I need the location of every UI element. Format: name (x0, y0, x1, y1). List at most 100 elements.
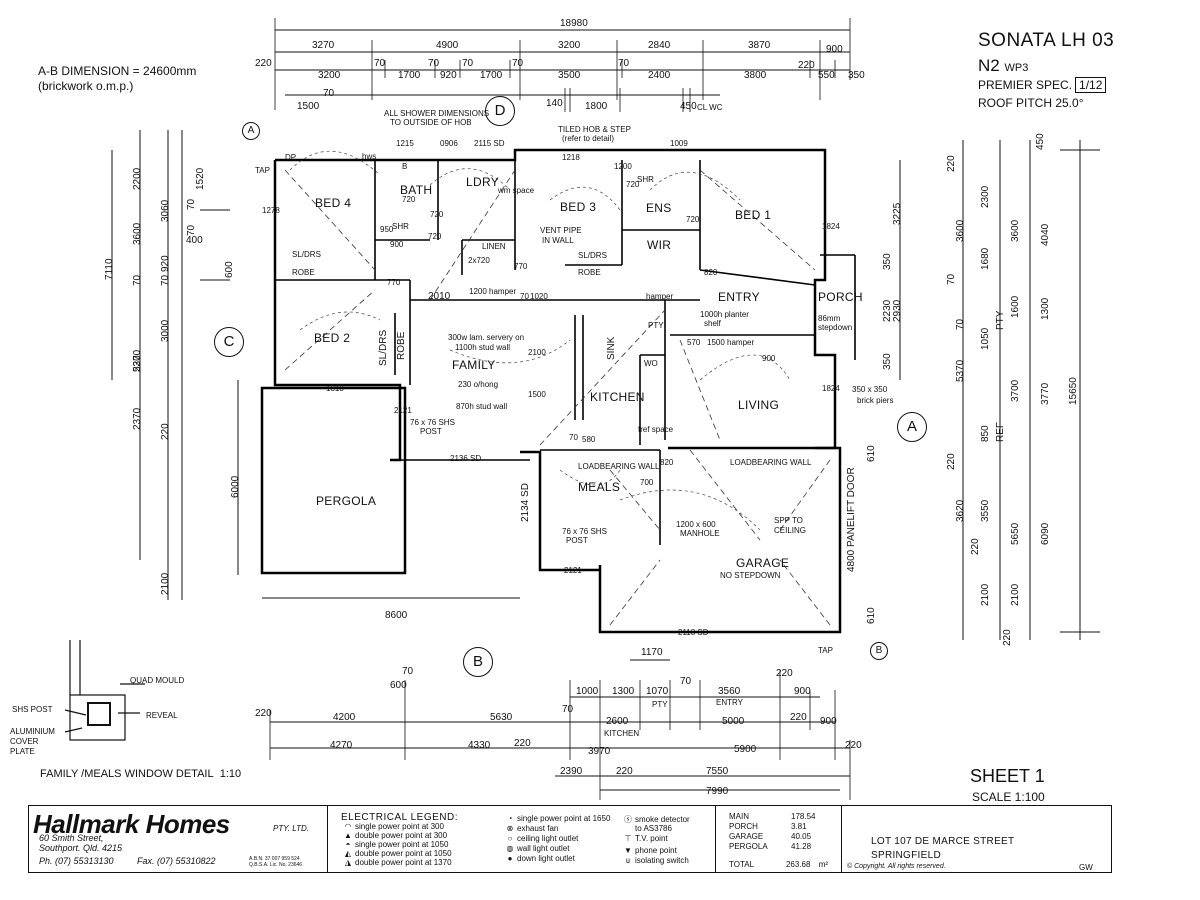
interior-dim: 1824 (822, 384, 840, 393)
dim-top-r1: 3200 (558, 40, 581, 51)
area-name: GARAGE (729, 832, 764, 841)
vent-pipe-note: IN WALL (542, 236, 574, 245)
company-cell: Hallmark Homes PTY. LTD. 60 Smith Street… (29, 806, 328, 872)
legend-text: smoke detector (635, 815, 690, 824)
legend-text: double power point at 1370 (355, 858, 452, 867)
single-power-300-icon: ◠ (344, 822, 352, 831)
interior-dim: 720 (428, 232, 442, 241)
dim-top-r3: 70 (323, 88, 335, 99)
reveal-label: REVEAL (146, 711, 178, 720)
dim-pergola-width: 8600 (385, 610, 408, 621)
robe-label: ROBE (578, 268, 601, 277)
interior-dim: 820 (660, 458, 674, 467)
abn-number: A.B.N. 37 007 959 524 (249, 856, 300, 862)
room-ens: ENS (646, 201, 672, 215)
legend-text: phone point (635, 846, 677, 855)
wo-label: WO (644, 359, 658, 368)
window-dim: 1218 (562, 153, 580, 162)
legend-text: isolating switch (635, 856, 689, 865)
lot-suburb: SPRINGFIELD (871, 850, 941, 861)
dim-top-r2: 70 (462, 58, 474, 69)
dim-right: 2930 (892, 299, 903, 322)
dim-left: 70 (160, 274, 171, 286)
dim-bottom: 7550 (706, 766, 729, 777)
spp-note: CEILING (774, 526, 807, 535)
dim-left: 70 (132, 274, 143, 286)
sd-label: 2115 SD (474, 139, 505, 148)
dim-left: 70 (186, 198, 197, 210)
window-detail-scale: 1:10 (219, 768, 242, 780)
interior-dim: 700 (640, 478, 654, 487)
dim-bottom: 70 (680, 676, 692, 687)
drawn-by: GW (1079, 863, 1093, 872)
kitchen-dim-label: KITCHEN (604, 729, 640, 738)
legend-text: exhaust fan (517, 824, 559, 833)
legend-text: double power point at 300 (355, 831, 448, 840)
dim-bottom: 220 (790, 712, 807, 723)
single-power-1050-icon: ◓ (345, 840, 351, 849)
dim-bottom: 220 (776, 668, 793, 679)
dim-top-r2: 70 (374, 58, 386, 69)
dim-right: 610 (866, 445, 877, 462)
exhaust-fan-icon: ⊗ (506, 824, 514, 833)
tv-point-icon: ⊤ (624, 834, 632, 843)
dim-left: 220 (132, 355, 143, 372)
legend-item: ◓single power point at 1050 (341, 840, 449, 849)
dim-right: 450 (1035, 133, 1046, 150)
interior-dim: 1278 (262, 206, 280, 215)
servery-note: 300w lam. servery on (448, 333, 525, 342)
wm-space-label: wm space (498, 186, 535, 195)
total-unit: m² (818, 860, 829, 869)
area-name: PERGOLA (729, 842, 768, 851)
dim-left: 2200 (132, 167, 143, 190)
room-pergola: PERGOLA (316, 494, 377, 508)
roof-pitch: ROOF PITCH 25.0° (978, 96, 1084, 110)
qbsa-number: Q.B.S.A. Lic. No. 23646 (249, 862, 303, 868)
dim-right: 3225 (892, 202, 903, 225)
legend-title: ELECTRICAL LEGEND: (341, 812, 458, 823)
dim-bottom: 220 (255, 708, 272, 719)
interior-dim: 1020 (530, 292, 548, 301)
dim-top-r2: 350 (848, 70, 865, 81)
dim-right: 5650 (1010, 522, 1021, 545)
dim-left: 3000 (160, 319, 171, 342)
piers-note: brick piers (857, 396, 894, 405)
legend-item: ◭double power point at 1050 (341, 849, 452, 858)
dp-label: DP (285, 153, 297, 162)
company-abn: A.B.N. 37 007 959 524 Q.B.S.A. Lic. No. … (249, 856, 302, 868)
shs-post-note: POST (566, 536, 588, 545)
room-shr-bath: SHR (392, 222, 409, 231)
dim-top-r2: 1700 (480, 70, 503, 81)
area-value: 178.54 (791, 812, 816, 821)
window-dim: 2010 (428, 291, 451, 302)
area-name: MAIN (729, 812, 749, 821)
dim-top-r3: 1500 (297, 101, 320, 112)
interior-dim: 2121 (394, 406, 412, 415)
legend-item: ⍦isolating switch (621, 856, 689, 866)
ceiling-light-icon: ○ (507, 834, 513, 843)
dim-right: 70 (946, 273, 957, 285)
tap-label: TAP (818, 646, 833, 655)
manhole-note: 1200 x 600 (676, 520, 716, 529)
company-phone: Ph. (07) 55313130 (39, 856, 114, 866)
legend-item: to AS3786 (621, 824, 672, 833)
copyright-notice: © Copyright. All rights reserved. (847, 863, 946, 870)
dim-left: 400 (186, 235, 203, 246)
dim-left: 2100 (160, 572, 171, 595)
dim-right: 6090 (1040, 522, 1051, 545)
dim-top-r1: 4900 (436, 40, 459, 51)
grid-marker-a-right: A (897, 412, 927, 442)
wall-light-icon: ◍ (506, 844, 514, 853)
dim-bottom: 3970 (588, 746, 611, 757)
interior-dim: 770 (514, 262, 528, 271)
company-address-1: 60 Smith Street, (39, 833, 104, 843)
company-name: Hallmark Homes (33, 809, 230, 839)
dim-bottom: 5900 (734, 744, 757, 755)
tiled-hob-note: TILED HOB & STEP (558, 125, 631, 134)
phone-point-icon: ▼ (624, 846, 632, 855)
legend-text: wall light outlet (517, 844, 570, 853)
room-kitchen: KITCHEN (590, 390, 645, 404)
tiled-hob-note: (refer to detail) (562, 134, 615, 143)
